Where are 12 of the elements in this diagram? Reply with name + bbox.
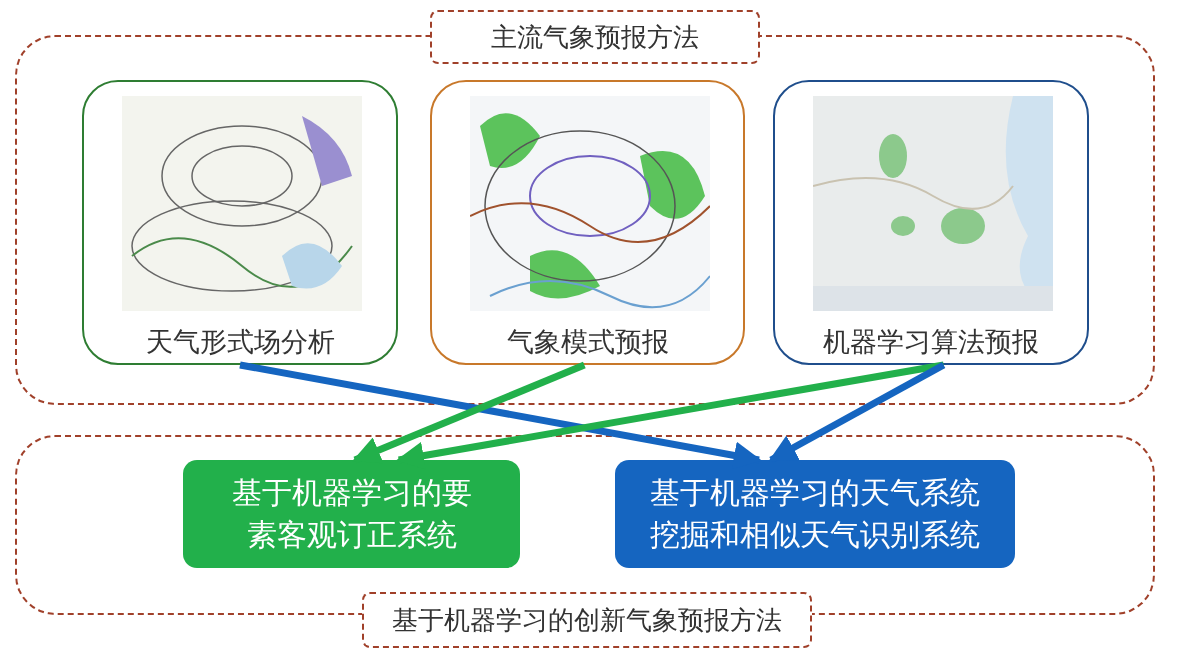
card-label: 天气形式场分析 (144, 325, 336, 359)
card-label: 机器学习算法预报 (822, 325, 1040, 359)
image-card (82, 80, 398, 365)
image-card (430, 80, 745, 365)
card-label: 气象模式预报 (505, 325, 670, 359)
image-card (773, 80, 1089, 365)
box-label: 基于机器学习的天气系统挖掘和相似天气识别系统 (649, 474, 981, 554)
system-box (183, 460, 520, 568)
system-box (615, 460, 1015, 568)
group-title: 基于机器学习的创新气象预报方法 (362, 592, 812, 648)
group-title: 主流气象预报方法 (430, 10, 760, 64)
box-label: 基于机器学习的要素客观订正系统 (230, 474, 473, 554)
